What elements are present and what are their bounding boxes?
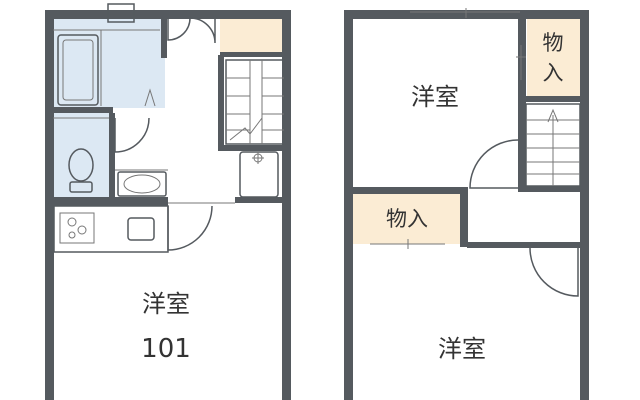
bath-door-swing	[167, 17, 191, 41]
f2-storage-right-label-1: 物	[543, 31, 564, 55]
bath-drain-mark	[144, 88, 156, 107]
f1-wall-bath-right	[161, 18, 167, 58]
burner-1	[67, 217, 77, 227]
floor1-room-label: 洋室	[142, 290, 190, 318]
f1-wall-stair-left	[218, 55, 224, 150]
burner-3	[68, 231, 76, 239]
f2-wall-left	[344, 10, 353, 400]
f2-wall-lower	[467, 242, 580, 248]
f1-wall-hall-bottom	[235, 197, 290, 203]
f1-wall-storage-bottom	[220, 52, 285, 57]
bathtub	[57, 34, 99, 106]
washing-machine	[239, 151, 279, 198]
stove	[59, 212, 95, 244]
kitchen-door-swing	[167, 205, 213, 251]
washbasin	[117, 171, 167, 197]
washroom-door-swing	[114, 117, 150, 153]
f2-wall-storage-left-right	[460, 187, 468, 247]
toilet-bowl	[68, 148, 94, 182]
f1-wall-stair-bottom	[218, 145, 288, 151]
washbasin-bowl	[123, 174, 161, 194]
f1-wall-toilet-right	[109, 113, 115, 198]
f2-storage-right-label-2: 入	[543, 61, 564, 85]
f2-wall-storage-right-left	[518, 18, 526, 188]
f2-wall-right	[580, 10, 589, 400]
kitchen-sink	[127, 217, 155, 241]
f2-storage-right-area	[527, 18, 581, 98]
f2-lower-room-door	[529, 247, 579, 297]
floor1-storage-area	[220, 18, 283, 56]
f2-room-top-label: 洋室	[411, 83, 459, 111]
toilet-tank	[69, 181, 93, 193]
f1-stairs	[225, 59, 285, 145]
f1-wall-top	[45, 10, 290, 19]
bath-vent	[107, 3, 135, 23]
toilet-area	[53, 113, 113, 198]
f1-wall-bath-bottom	[53, 107, 113, 113]
floor2: 洋室 洋室 物 入 物入	[344, 8, 589, 400]
burner-2	[77, 225, 87, 235]
f1-wall-kitchen-top	[53, 197, 168, 206]
floor1: 洋室 101	[45, 3, 291, 400]
f1-wall-left	[45, 10, 54, 400]
f2-upper-room-door	[469, 139, 519, 189]
f2-storage-left-area	[352, 194, 462, 244]
bathroom-area	[53, 18, 165, 108]
f2-room-bottom-label: 洋室	[438, 335, 486, 363]
f2-wall-stair-bottom	[518, 186, 580, 192]
f2-wall-storage-right-bottom	[518, 96, 581, 102]
floor1-room-number: 101	[141, 334, 191, 364]
f1-wall-right	[282, 10, 291, 400]
f2-storage-left-label: 物入	[386, 207, 428, 231]
entry-door-swing	[189, 17, 216, 44]
bathtub-inner	[62, 39, 94, 101]
f2-stairs	[525, 103, 581, 187]
f2-wall-mid	[352, 187, 467, 194]
